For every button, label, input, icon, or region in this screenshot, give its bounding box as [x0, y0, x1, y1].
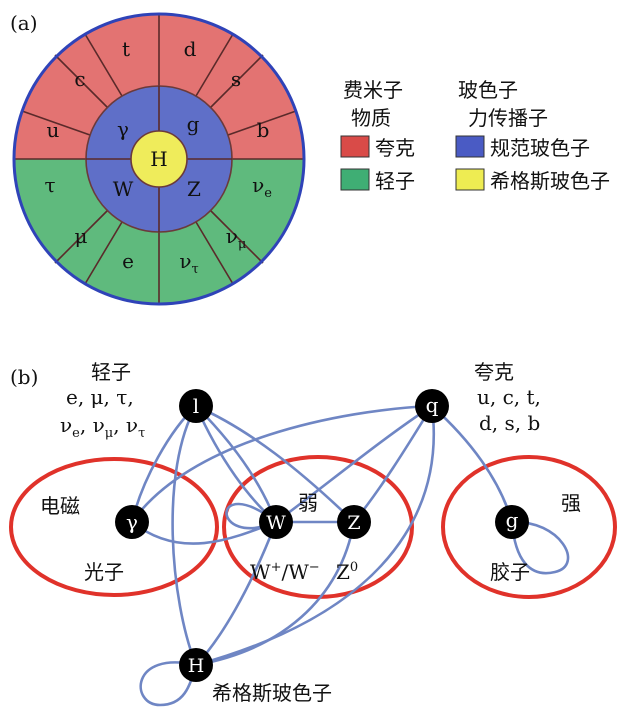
legend: 费米子 物质 玻色子 力传播子 夸克 轻子 规范玻色子 希格斯玻色子 [340, 78, 610, 193]
edge-gamma-w [131, 520, 277, 545]
strong-force-ring [441, 455, 617, 599]
legend-swatch-higgs [455, 168, 485, 191]
node-lepton: l [179, 389, 213, 423]
w-boson-label: W+/W− [250, 560, 320, 584]
particle-wheel: t d s b u c τ μ e νe νμ ντ γ g W Z H [12, 12, 306, 306]
node-gamma-label: γ [126, 510, 138, 534]
edge-g-loop [510, 520, 570, 575]
node-g-circle [495, 505, 529, 539]
boson-g: g [187, 112, 200, 136]
quark-d: d [184, 37, 197, 61]
node-gamma-circle [115, 505, 149, 539]
legend-swatch-quark [340, 135, 370, 158]
quark-group-title: 夸克 [474, 360, 514, 384]
lepton-group-title: 轻子 [91, 360, 131, 384]
node-h-label: H [188, 655, 205, 677]
node-l-label: l [193, 394, 199, 418]
node-g-label: g [506, 508, 519, 532]
edge-l-z [195, 404, 355, 523]
higgs-center [130, 130, 188, 188]
quark-b: b [257, 118, 270, 142]
node-quark: q [415, 389, 449, 423]
weak-force-label: 弱 [298, 491, 318, 515]
node-w-circle [259, 505, 293, 539]
node-z-circle [337, 505, 371, 539]
legend-boson-subheader: 力传播子 [468, 106, 548, 130]
node-photon: γ [115, 505, 149, 539]
neutrino-tau: ντ [179, 249, 198, 277]
higgs-h: H [150, 147, 167, 171]
z-boson-label: Z0 [336, 560, 358, 584]
gluon-label: 胶子 [490, 560, 530, 584]
node-z: Z [337, 505, 371, 539]
quark-group-line2: d, s, b [479, 411, 540, 435]
boson-w: W [113, 177, 134, 201]
neutrino-e: νe [252, 173, 272, 201]
node-q-label: q [426, 393, 439, 417]
node-h-circle [179, 648, 213, 682]
edge-z-h [195, 521, 356, 667]
boson-z: Z [187, 177, 201, 201]
legend-label-lepton: 轻子 [375, 169, 415, 193]
neutrino-mu: νμ [226, 224, 247, 252]
node-higgs: H [179, 648, 213, 682]
em-force-ring [9, 457, 219, 597]
legend-label-gauge: 规范玻色子 [490, 136, 590, 160]
node-q-circle [415, 389, 449, 423]
higgs-label: 希格斯玻色子 [212, 681, 332, 705]
quark-group-line1: u, c, t, [477, 385, 541, 409]
node-w: W [259, 505, 293, 539]
lepton-mu: μ [75, 224, 88, 248]
legend-label-higgs: 希格斯玻色子 [490, 169, 610, 193]
node-w-label: W [266, 512, 286, 534]
node-l-circle [179, 389, 213, 423]
legend-swatch-lepton [340, 168, 370, 191]
photon-label: 光子 [84, 560, 124, 584]
boson-gamma: γ [117, 117, 129, 141]
edge-w-loop [225, 502, 277, 530]
lepton-e: e [122, 249, 134, 273]
lepton-group-line1: e, μ, τ, [66, 385, 134, 409]
wheel-border [12, 12, 306, 306]
edge-l-h [171, 405, 198, 666]
edge-h-loop [139, 661, 198, 707]
quark-s: s [231, 67, 241, 91]
legend-swatch-gauge [455, 135, 485, 158]
sector-dividers [14, 14, 304, 304]
edge-l-gamma [130, 405, 197, 523]
lepton-group-line2: νe, νμ, ντ [60, 413, 145, 441]
legend-fermion-header: 费米子 [343, 78, 403, 102]
edge-q-gamma [130, 404, 433, 523]
panel-b-tag: (b) [10, 365, 38, 389]
node-gluon: g [495, 505, 529, 539]
legend-label-quark: 夸克 [375, 136, 415, 160]
legend-fermion-subheader: 物质 [351, 106, 391, 130]
panel-a-tag: (a) [10, 11, 38, 35]
em-force-label: 电磁 [40, 494, 80, 518]
lepton-tau: τ [44, 173, 55, 197]
edge-q-w [275, 404, 433, 524]
quark-t: t [122, 37, 130, 61]
weak-force-ring [222, 455, 414, 599]
quark-u: u [47, 118, 60, 142]
strong-force-label: 强 [561, 491, 581, 515]
node-z-label: Z [347, 512, 360, 534]
legend-boson-header: 玻色子 [458, 78, 518, 102]
quark-c: c [74, 67, 85, 91]
